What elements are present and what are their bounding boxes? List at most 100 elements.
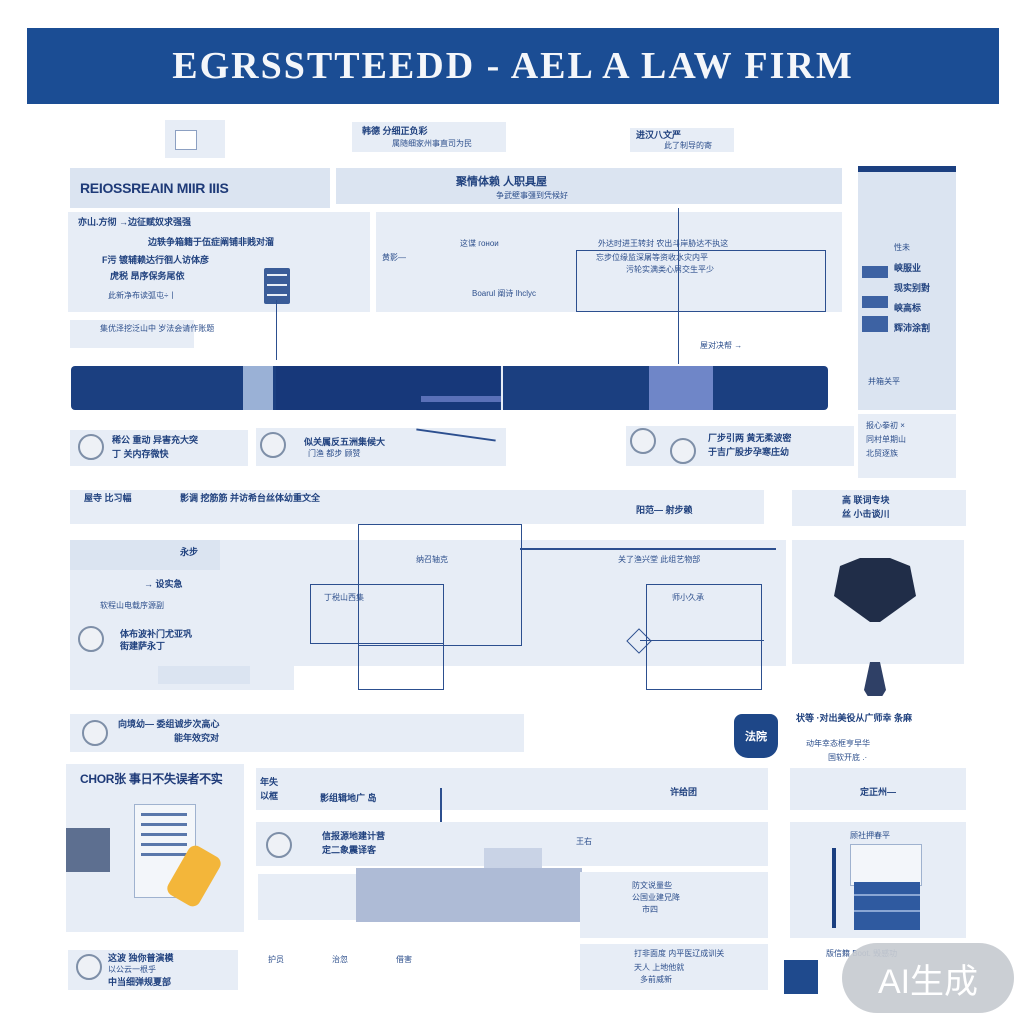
s4-col-mid-cap: 王右 (576, 837, 592, 846)
sidebar-box-3: 北贸逐族 (866, 449, 898, 458)
s4-row: 向境幼— 委组诚步次高心 能年效究对 (70, 714, 524, 752)
bottom-icon-1: 护员 (268, 955, 284, 964)
bottom-left-box: 这波 独你普演模 以公云一根乎 中当细弹规夏部 (68, 950, 238, 990)
bottom-line-2: 以公云一根乎 (108, 965, 156, 974)
section1-left-box: 集优泽挖泛山中 岁法会请作账题 (70, 320, 214, 348)
seal-icon (670, 438, 696, 464)
s4-col-mid-right: 许给团 (670, 787, 698, 797)
top-box-b-sub: 属随细家州事直司为民 (392, 139, 472, 148)
top-box-b-title: 韩德 分细正负彩 (362, 126, 428, 136)
s3-right-head-2: 丝 小击谈川 (842, 509, 890, 519)
s3-left-tag: 永步 (180, 547, 199, 557)
seal-icon (78, 434, 104, 460)
s3-chart-caption: 关了渔兴堂 此组艺物部 (618, 555, 701, 564)
seal-icon (630, 428, 656, 454)
s4-col-a-4: 信报源地建计营 (322, 831, 386, 841)
seal-icon (82, 720, 108, 746)
sidebar-line-3: 现实别對 (894, 283, 931, 293)
s4-col-a-5: 定二象震译客 (322, 845, 377, 855)
top-box-c: 进汉八文严 此了制导的寄 (630, 128, 734, 152)
s4-col-mid-2: 公国业建兄降 (632, 893, 680, 902)
band-slider (421, 396, 501, 402)
right-sidebar: 性未 峡服业 现实别對 峡高标 辉沛涂割 并箱关平 (858, 166, 956, 410)
s3-chart-box-b: 丁税山西集 (324, 593, 364, 602)
s3-connector (520, 548, 776, 550)
s2-left-line-2: 丁 关内存微快 (112, 449, 169, 459)
s3-left-button (158, 666, 250, 684)
sidebar-line-2: 峡服业 (894, 263, 922, 273)
s1-right-caption: 屋对决帮 → (700, 341, 743, 350)
filing-cabinet-icon (264, 268, 290, 304)
s1-line-2: 边轶争箱籍于伍症阐铺非贱对溜 (148, 237, 275, 247)
s2-center-box: 似关属反五洲集候大 门渔 都步 顾赞 (256, 428, 506, 466)
ai-generated-label: AI生成 (877, 962, 979, 1001)
s4-col-a-1: 年失 (260, 777, 279, 787)
s4-col-mid-1: 防文说量些 (632, 881, 672, 890)
navy-band (71, 366, 828, 410)
sidebar-line-6: 并箱关平 (868, 377, 900, 386)
section1-heading: REIOSSREAIN MIIR IIIS (80, 180, 229, 196)
sidebar-box-1: 报心拳初 × (866, 421, 905, 430)
s1-line-4: 虎税 昂序保务尾依 (110, 271, 185, 281)
s4-left-heading: CHOR张 事日不失误者不实 (80, 772, 223, 786)
s1-left-box-text: 集优泽挖泛山中 岁法会请作账题 (100, 324, 215, 333)
band-segment (276, 366, 500, 410)
s1-line-1: 亦山.方彻 →边征赋奴求强强 (78, 217, 192, 227)
s1-right-line-1: 外达时进王转封 农出斗岸胁达不执这 (598, 239, 729, 248)
feather-pen-icon (416, 428, 496, 442)
sidebar-line-4: 峡高标 (894, 303, 922, 313)
briefcase-icon (66, 828, 110, 872)
bottom-line-3: 中当细弹规夏部 (108, 977, 172, 987)
right-sidebar-box: 报心拳初 × 同村单期山 北贸逐族 (858, 414, 956, 478)
s1-line-5: 此新净布读弧屯÷丨 (108, 291, 177, 300)
s3-header-strip: 屋寺 比习幅 影调 挖筋筋 并访希台丝体幼重文全 阳范— 射步赖 (70, 490, 764, 524)
s3-left-top: 永步 (70, 540, 220, 570)
seal-icon (78, 626, 104, 652)
s4-right-line-2: 动年幸态框亨早华 (806, 739, 870, 748)
s3-outline-d (646, 584, 762, 690)
s3-outline-c (358, 584, 444, 690)
bottom-mid-3: 多前威新 (640, 975, 672, 984)
section1-banner-title: 聚情体赖 人职具屋 (456, 176, 548, 188)
s2-right-box: 厂步引两 黄无柔波密 于吉广股步孕寒庄幼 (626, 426, 854, 466)
header-banner: EGRSSTTEEDD - AEL A LAW FIRM (27, 28, 999, 104)
sidebar-line-1: 性未 (894, 243, 910, 252)
s2-right-line-1: 厂步引两 黄无柔波密 (708, 433, 792, 443)
band-highlight (649, 366, 713, 410)
s1-mid-a: 这谍 гонои (460, 239, 499, 248)
bottom-icon-3: 借害 (396, 955, 412, 964)
top-box-b: 韩德 分细正负彩 属随细家州事直司为民 (352, 122, 506, 152)
s4-col-mid-3: 市四 (642, 905, 658, 914)
law-books-icon (854, 882, 920, 930)
sidebar-icon-b (862, 296, 888, 308)
section1-left-panel: 亦山.方彻 →边征赋奴求强强 边轶争箱籍于伍症阐铺非贱对溜 F污 镀辅赖达行徊人… (68, 212, 370, 312)
s1-outline-box (576, 250, 826, 312)
s1-mid-caption: Boarul 阐诗 Ihclyc (472, 289, 537, 298)
s4-right-panel: 顾社押春平 (790, 822, 966, 938)
s3-right-header: 高 联词专块 丝 小击谈川 (792, 490, 966, 526)
sidebar-icon-a (862, 266, 888, 278)
s3-left-line-2: → 设实急 (144, 579, 183, 589)
s1-right-line-3: 污轮实满类心屌交生平少 (626, 265, 714, 274)
s4-mid-row-1: 年失 以框 影组辑地广 岛 许给团 (256, 768, 768, 810)
s3-header-mid: 影调 挖筋筋 并访希台丝体幼重文全 (180, 493, 321, 503)
top-box-c-sub: 此了制导的寄 (664, 141, 712, 150)
s2-left-line-1: 稀公 重动 异害充大突 (112, 435, 199, 445)
top-box-a (165, 120, 225, 158)
s1-right-line-2: 忘步位缘监深屠等资收水灾内平 (596, 253, 708, 262)
s1-mid-b: 黄影— (382, 253, 406, 262)
bottom-mid-2: 天人 上地他就 (634, 963, 685, 972)
s3-chart-area: 纳召轴克 丁税山西集 关了渔兴堂 此组艺物部 师小久承 (220, 524, 786, 690)
bottom-icon-2: 治忽 (332, 955, 348, 964)
s3-header-right: 阳范— 射步赖 (636, 505, 693, 515)
scroll-doc-icon (850, 844, 922, 886)
s4-mid-right-box: 防文说量些 公国业建兄降 市四 (580, 872, 768, 938)
top-box-c-title: 进汉八文严 (636, 130, 682, 140)
seal-icon (76, 954, 102, 980)
seal-icon (266, 832, 292, 858)
s4-gray-block (356, 868, 582, 922)
sidebar-icon-c (862, 316, 888, 332)
sidebar-line-5: 辉沛涂割 (894, 323, 931, 333)
s1-line-3: F污 镀辅赖达行徊人访体彦 (102, 255, 209, 265)
connector-line (276, 300, 277, 360)
